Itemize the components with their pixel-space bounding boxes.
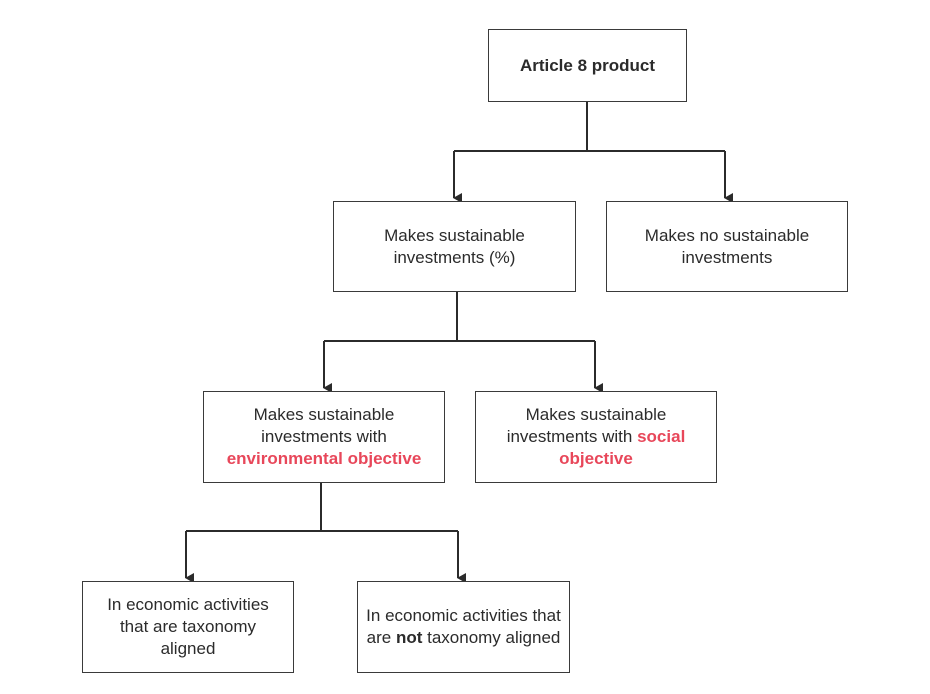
node-social-objective: Makes sustainable investments with socia… xyxy=(475,391,717,483)
node-text: Makes sustainable investments with socia… xyxy=(484,404,708,470)
node-label: Makes sustainable investments with xyxy=(506,405,667,446)
node-label: Makes no sustainable investments xyxy=(644,225,810,267)
node-environmental-objective: Makes sustainable investments with envir… xyxy=(203,391,445,483)
node-label: Makes sustainable investments (%) xyxy=(384,225,525,267)
node-label: In economic activities that are taxonomy… xyxy=(107,595,269,658)
node-text: In economic activities that are not taxo… xyxy=(366,605,561,649)
node-article-8-product: Article 8 product xyxy=(488,29,687,102)
node-text: Makes sustainable investments with envir… xyxy=(212,404,436,470)
node-label: Article 8 product xyxy=(519,55,656,75)
emphasis-not: not xyxy=(395,628,423,647)
node-not-taxonomy-aligned: In economic activities that are not taxo… xyxy=(357,581,570,673)
node-label-prefix: In economic activities that are xyxy=(366,606,561,647)
node-taxonomy-aligned: In economic activities that are taxonomy… xyxy=(82,581,294,673)
node-makes-sustainable-investments: Makes sustainable investments (%) xyxy=(333,201,576,292)
node-makes-no-sustainable-investments: Makes no sustainable investments xyxy=(606,201,848,292)
node-label: Makes sustainable investments with xyxy=(253,405,395,446)
highlight-social-objective: social objective xyxy=(559,427,686,468)
node-label-suffix: taxonomy aligned xyxy=(427,628,561,647)
highlight-environmental-objective: environmental objective xyxy=(226,449,422,468)
